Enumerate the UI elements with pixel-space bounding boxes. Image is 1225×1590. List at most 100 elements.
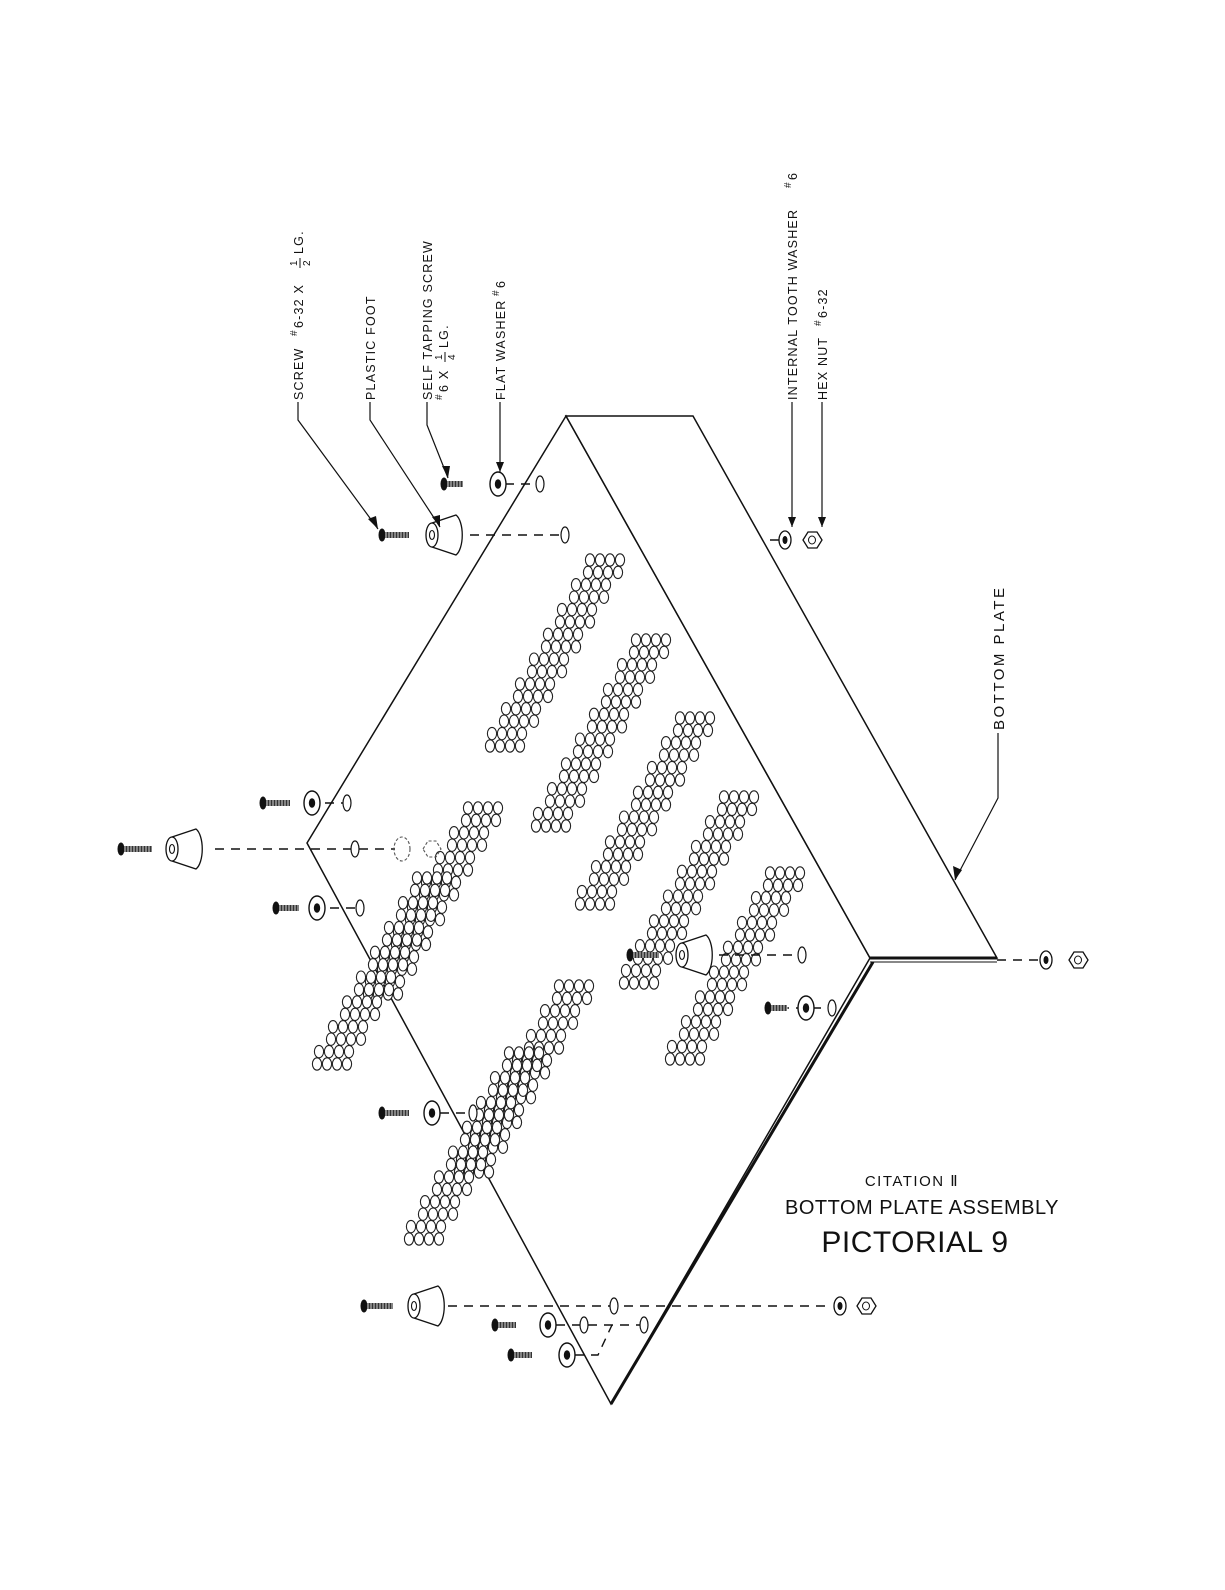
vent-hole: [528, 1079, 537, 1091]
vent-hole: [435, 851, 444, 863]
vent-hole: [687, 1040, 696, 1052]
vent-hole: [673, 890, 682, 902]
vent-hole: [465, 851, 474, 863]
vent-hole: [745, 929, 754, 941]
vent-hole: [663, 890, 672, 902]
vent-hole: [561, 641, 570, 653]
bottom-plate-leader: [955, 733, 998, 880]
vent-hole: [649, 915, 658, 927]
vent-hole: [444, 1171, 453, 1183]
label-screw-len: LG.: [292, 230, 306, 254]
vent-hole: [486, 1096, 495, 1108]
vent-hole: [665, 940, 674, 952]
washer-hole: [803, 1003, 809, 1013]
label-screw: SCREW # 6-32 X 1 2 LG.: [289, 230, 313, 400]
vent-hole: [404, 1233, 413, 1245]
vent-hole: [637, 659, 646, 671]
vent-hole: [779, 904, 788, 916]
vent-hole: [538, 1017, 547, 1029]
vent-hole: [449, 827, 458, 839]
vent-hole: [485, 740, 494, 752]
label-self-tapping-frac-num: 1: [434, 354, 445, 360]
vent-hole: [629, 646, 638, 658]
vent-hole: [751, 892, 760, 904]
label-screw-size: 6-32 X: [292, 284, 306, 328]
vent-hole: [449, 889, 458, 901]
vent-hole: [577, 783, 586, 795]
vent-hole: [336, 1033, 345, 1045]
vent-hole: [623, 848, 632, 860]
vent-hole: [446, 1158, 455, 1170]
vent-hole: [558, 1017, 567, 1029]
vent-hole: [407, 963, 416, 975]
hex-nut: [1069, 952, 1088, 968]
vent-hole: [346, 1033, 355, 1045]
vent-hole: [490, 1072, 499, 1084]
vent-hole: [517, 727, 526, 739]
vent-hole: [567, 783, 576, 795]
vent-hole: [455, 851, 464, 863]
vent-hole: [515, 740, 524, 752]
screw: [379, 1107, 410, 1120]
label-flat-washer: FLAT WASHER # 6: [491, 280, 508, 400]
vent-hole: [328, 1021, 337, 1033]
washer-hole: [429, 1108, 435, 1118]
vent-hole: [464, 1171, 473, 1183]
vent-hole: [338, 1021, 347, 1033]
vent-hole: [783, 879, 792, 891]
vent-hole: [579, 770, 588, 782]
vent-hole: [721, 840, 730, 852]
vent-hole: [723, 1003, 732, 1015]
vent-hole: [733, 828, 742, 840]
vent-hole: [420, 1196, 429, 1208]
vent-hole: [543, 628, 552, 640]
vent-hole: [747, 916, 756, 928]
vent-hole: [551, 641, 560, 653]
vent-hole: [468, 1146, 477, 1158]
vent-hole: [635, 940, 644, 952]
vent-hole: [675, 1053, 684, 1065]
vent-hole: [625, 836, 634, 848]
screw: [118, 843, 153, 856]
label-plastic-foot: PLASTIC FOOT: [364, 295, 378, 400]
vent-hole: [711, 840, 720, 852]
screw-shank: [771, 1005, 787, 1011]
plastic-foot-leader: [370, 402, 440, 527]
vent-hole: [506, 1096, 515, 1108]
vent-hole: [625, 671, 634, 683]
vent-hole: [533, 690, 542, 702]
vent-hole: [520, 1072, 529, 1084]
screw-head: [379, 529, 386, 542]
foot-hole: [680, 951, 685, 960]
vent-hole: [334, 1045, 343, 1057]
vent-hole: [667, 1040, 676, 1052]
vent-hole: [691, 902, 700, 914]
vent-hole: [400, 946, 409, 958]
label-screw-text: SCREW: [292, 347, 306, 400]
vent-hole: [725, 991, 734, 1003]
vent-hole: [703, 828, 712, 840]
vent-hole: [703, 1003, 712, 1015]
vent-hole: [769, 904, 778, 916]
vent-hole: [545, 678, 554, 690]
vent-hole: [599, 708, 608, 720]
vent-hole: [585, 554, 594, 566]
vent-hole: [344, 1045, 353, 1057]
vent-hole: [693, 1003, 702, 1015]
label-bottom-plate: BOTTOM PLATE: [991, 586, 1008, 730]
vent-hole: [679, 1028, 688, 1040]
vent-hole: [689, 1028, 698, 1040]
label-screw-frac-num: 1: [289, 260, 300, 266]
vent-hole: [555, 795, 564, 807]
vent-hole: [406, 1220, 415, 1232]
mount-hole: [356, 900, 364, 916]
vent-hole: [432, 1183, 441, 1195]
vent-hole: [563, 628, 572, 640]
screw-head: [260, 797, 267, 810]
vent-hole: [557, 603, 566, 615]
vent-hole: [675, 774, 684, 786]
vent-hole: [445, 851, 454, 863]
vent-hole: [460, 1134, 469, 1146]
vent-hole: [421, 938, 430, 950]
